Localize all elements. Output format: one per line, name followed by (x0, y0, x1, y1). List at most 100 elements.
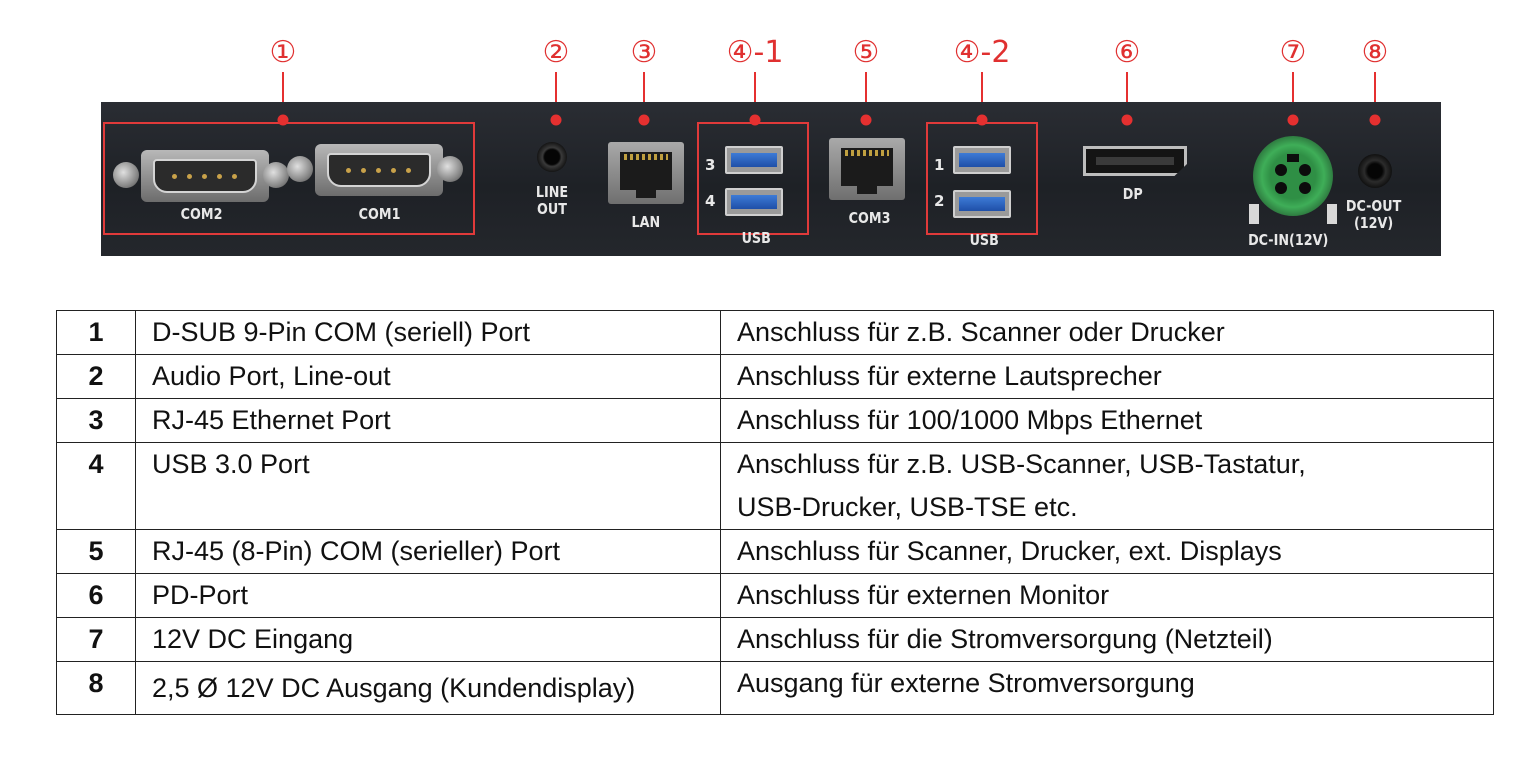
screw-icon (263, 162, 289, 188)
label-line-out-line2: OUT (537, 200, 567, 218)
port-description: Anschluss für z.B. Scanner oder Drucker (720, 310, 1494, 355)
port-name: RJ-45 Ethernet Port (135, 398, 721, 443)
callout-dot-4-2 (976, 114, 988, 126)
callout-dot-8 (1369, 114, 1381, 126)
rj45-tab (857, 182, 877, 194)
dp-socket (1096, 157, 1174, 165)
usb-tongue (731, 195, 777, 209)
usb-tongue (959, 153, 1005, 167)
label-dc-out-line1: DC-OUT (1345, 197, 1402, 215)
rj45-tab (636, 186, 656, 198)
table-row: 1 D-SUB 9-Pin COM (seriell) Port Anschlu… (56, 310, 1494, 355)
label-dc-in: DC-IN(12V) (1248, 231, 1329, 249)
label-dp: DP (1122, 185, 1143, 203)
usb-port-2 (953, 190, 1011, 218)
callout-dot-4-1 (749, 114, 761, 126)
label-lan: LAN (631, 213, 661, 231)
screw-icon (113, 162, 139, 188)
label-usb-group-1: USB (741, 229, 771, 247)
highlight-usb-1 (697, 122, 809, 235)
row-number: 2 (56, 354, 136, 399)
dc-in-connector (1253, 136, 1333, 216)
row-number: 5 (56, 529, 136, 574)
callout-dot-5 (860, 114, 872, 126)
usb-tongue (731, 153, 777, 167)
port-description-line2: USB-Drucker, USB-TSE etc. (737, 492, 1078, 522)
port-description: Anschluss für externe Lautsprecher (720, 354, 1494, 399)
label-com1: COM1 (358, 205, 401, 223)
port-description-line1: Anschluss für z.B. USB-Scanner, USB-Tast… (737, 449, 1306, 479)
connector-pins (341, 160, 421, 178)
label-com3: COM3 (848, 209, 891, 227)
screw-icon (437, 156, 463, 182)
table-row: 3 RJ-45 Ethernet Port Anschluss für 100/… (56, 398, 1494, 443)
callout-5: ⑤ (852, 35, 880, 70)
leader-line-8 (1374, 72, 1376, 120)
row-number: 3 (56, 398, 136, 443)
port-description: Anschluss für Scanner, Drucker, ext. Dis… (720, 529, 1494, 574)
callout-4-2: ④-2 (953, 35, 1011, 70)
port-name: PD-Port (135, 573, 721, 618)
row-number: 4 (56, 442, 136, 530)
audio-jack-icon (537, 142, 567, 172)
rj45-contacts (845, 150, 889, 156)
leader-line-4-1 (754, 72, 756, 120)
usb-num-2: 2 (934, 192, 945, 210)
callout-dot-3 (638, 114, 650, 126)
port-description: Anschluss für z.B. USB-Scanner, USB-Tast… (720, 442, 1494, 530)
dc-in-pin (1275, 182, 1287, 194)
callout-4-1: ④-1 (726, 35, 784, 70)
label-line-out-line1: LINE (535, 183, 569, 201)
table-row: 7 12V DC Eingang Anschluss für die Strom… (56, 617, 1494, 662)
usb-num-3: 3 (705, 156, 716, 174)
highlight-com-ports (103, 122, 475, 235)
dc-in-frame (1249, 204, 1337, 224)
com3-rj45-connector (829, 138, 905, 200)
usb-num-4: 4 (705, 192, 716, 210)
port-name: USB 3.0 Port (135, 442, 721, 530)
leader-line-5 (865, 72, 867, 120)
label-dc-out-line2: (12V) (1353, 214, 1394, 232)
usb-port-4 (725, 188, 783, 216)
table-row: 2 Audio Port, Line-out Anschluss für ext… (56, 354, 1494, 399)
io-panel: COM2 COM1 LINE OUT LAN 3 4 USB COM3 1 2 … (101, 102, 1441, 256)
callout-7: ⑦ (1279, 35, 1307, 70)
callout-6: ⑥ (1113, 35, 1141, 70)
dc-in-pin (1299, 164, 1311, 176)
leader-line-2 (555, 72, 557, 120)
leader-line-6 (1126, 72, 1128, 120)
port-name: 12V DC Eingang (135, 617, 721, 662)
usb-port-3 (725, 146, 783, 174)
label-com2: COM2 (180, 205, 223, 223)
connector-pins (167, 166, 247, 184)
callout-dot-1 (277, 114, 289, 126)
port-name: RJ-45 (8-Pin) COM (serieller) Port (135, 529, 721, 574)
highlight-usb-2 (926, 122, 1038, 235)
usb-tongue (959, 197, 1005, 211)
row-number: 7 (56, 617, 136, 662)
screw-icon (287, 156, 313, 182)
callout-dot-7 (1287, 114, 1299, 126)
callout-3: ③ (630, 35, 658, 70)
port-description: Anschluss für 100/1000 Mbps Ethernet (720, 398, 1494, 443)
callout-2: ② (542, 35, 570, 70)
dc-in-key (1287, 154, 1299, 162)
port-name: D-SUB 9-Pin COM (seriell) Port (135, 310, 721, 355)
port-table: 1 D-SUB 9-Pin COM (seriell) Port Anschlu… (56, 310, 1494, 715)
dc-out-jack-icon (1358, 154, 1392, 188)
port-name: Audio Port, Line-out (135, 354, 721, 399)
label-usb-group-2: USB (969, 231, 999, 249)
port-table-body: 1 D-SUB 9-Pin COM (seriell) Port Anschlu… (56, 310, 1494, 715)
rj45-contacts (624, 154, 668, 160)
table-row: 4 USB 3.0 Port Anschluss für z.B. USB-Sc… (56, 442, 1494, 530)
dc-in-pin (1299, 182, 1311, 194)
label-line-out: LINE OUT (536, 184, 568, 218)
dc-in-pin (1275, 164, 1287, 176)
row-number: 1 (56, 310, 136, 355)
port-description: Anschluss für externen Monitor (720, 573, 1494, 618)
usb-port-1 (953, 146, 1011, 174)
leader-line-7 (1292, 72, 1294, 120)
port-description: Ausgang für externe Stromversorgung (720, 661, 1494, 715)
callout-dot-6 (1121, 114, 1133, 126)
callout-1: ① (269, 35, 297, 70)
